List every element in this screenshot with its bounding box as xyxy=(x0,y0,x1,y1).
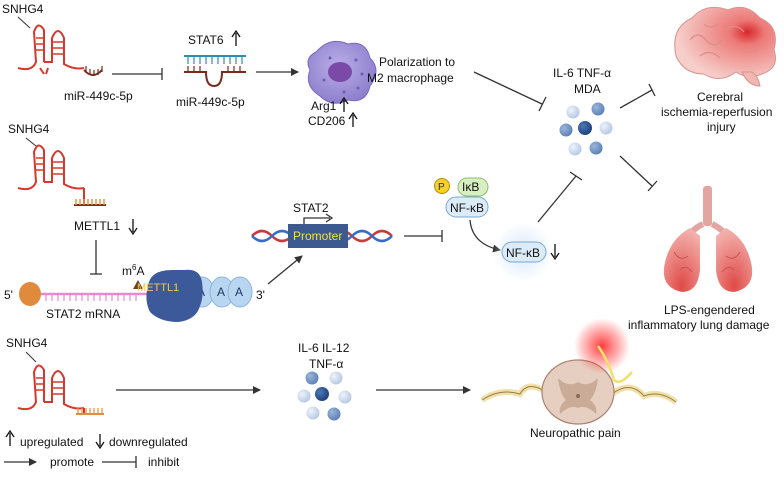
legend-inhibit: inhibit xyxy=(148,455,180,469)
snhg4-pointer-1 xyxy=(17,16,31,29)
nfkb-bound-box xyxy=(445,196,489,218)
snhg4-label-3: SNHG4 xyxy=(6,336,48,350)
mirna-bound-1 xyxy=(83,66,103,76)
neuropathic-label: Neuropathic pain xyxy=(530,426,621,440)
macrophage-icon xyxy=(307,40,377,104)
nfkb-free-box xyxy=(501,241,547,263)
ikb-box xyxy=(457,177,489,197)
pain-glow xyxy=(574,318,630,374)
inhibit-arrow-nfkb xyxy=(537,171,583,223)
inhibit-arrow-2 xyxy=(473,71,547,112)
five-prime-label: 5' xyxy=(4,288,13,302)
stat6-label: STAT6 xyxy=(188,33,224,47)
phospho-icon xyxy=(434,178,450,194)
stat6-strand xyxy=(184,55,246,64)
cap-icon xyxy=(19,282,41,306)
stat2-mrna-label: STAT2 mRNA xyxy=(46,307,120,321)
cd206-label: CD206 xyxy=(308,114,346,128)
cytokine-label-2a: IL-6 IL-12 xyxy=(298,341,350,355)
mettl1-enzyme-label: METTL1 xyxy=(137,282,179,294)
polarization-line1: Polarization to xyxy=(379,55,455,69)
mir-449c-label-b: miR-449c-5p xyxy=(176,95,245,109)
snhg4-label-1: SNHG4 xyxy=(2,2,44,16)
promoter-label: Promoter xyxy=(293,229,342,243)
lncrna-snhg4-2 xyxy=(17,144,85,205)
inhibit-arrow-mettl1 xyxy=(90,240,102,275)
legend-up-arrow-icon xyxy=(5,429,15,446)
inhibit-arrow-brain xyxy=(619,83,656,109)
arg1-label: Arg1 xyxy=(311,99,337,113)
nfkb-free-label: NF-κB xyxy=(506,246,540,260)
cerebral-line1: Cerebral xyxy=(697,90,743,104)
legend-promote: promote xyxy=(50,455,94,469)
spinal-cord-icon xyxy=(480,359,678,425)
three-prime-label: 3' xyxy=(256,288,265,302)
m6a-label: m6A xyxy=(122,263,144,278)
cerebral-line2: ischemia-reperfusion xyxy=(661,105,772,119)
legend: upregulated downregulated promote inhibi… xyxy=(4,429,188,469)
down-arrow-mettl1 xyxy=(128,219,138,236)
m6a-mark xyxy=(133,280,143,289)
stat2-mrna-strand xyxy=(41,292,160,301)
snhg4-binding-row3 xyxy=(76,408,104,415)
lps-line2: inflammatory lung damage xyxy=(628,318,770,332)
cytokine-label-2b: TNF-α xyxy=(309,357,343,371)
mir-449c-label-a: miR-449c-5p xyxy=(64,89,133,103)
cerebral-line3: injury xyxy=(707,120,736,134)
pain-nerve xyxy=(596,345,633,383)
cytokine-label-1: IL-6 TNF-α xyxy=(553,66,611,80)
lncrna-snhg4-1 xyxy=(17,24,85,75)
promote-arrow-mrna xyxy=(267,255,303,285)
mettl1-enzyme: METTL1 xyxy=(137,269,203,322)
snhg4-pointer-3 xyxy=(25,351,37,363)
snhg4-label-2: SNHG4 xyxy=(8,122,50,136)
down-arrow-nfkb xyxy=(550,244,560,261)
ikb-label: IκB xyxy=(462,180,479,194)
polyA-letter-3: A xyxy=(235,285,243,299)
inhibit-arrow-1 xyxy=(112,68,163,80)
cytokine-cluster-icon xyxy=(559,102,613,156)
legend-downregulated: downregulated xyxy=(109,435,188,449)
up-arrow-arg1 xyxy=(339,96,349,112)
mda-label: MDA xyxy=(574,82,601,96)
mettl1-mrna-bound xyxy=(74,199,106,206)
mettl1-label: METTL1 xyxy=(74,219,120,233)
legend-inhibit-arrow xyxy=(102,456,137,468)
legend-down-arrow-icon xyxy=(95,434,105,450)
lung-icon xyxy=(663,186,753,292)
polarization-line2: M2 macrophage xyxy=(367,71,454,85)
polyA-letter-2: A xyxy=(217,285,225,299)
up-arrow-stat6 xyxy=(231,29,241,46)
inhibit-arrow-promoter xyxy=(404,230,443,242)
snhg4-pointer-2 xyxy=(25,137,37,147)
lps-line1: LPS-engendered xyxy=(664,303,755,317)
cytokine-cluster-icon-2 xyxy=(297,371,352,421)
nfkb-bound-label: NF-κB xyxy=(450,201,484,215)
up-arrow-cd206 xyxy=(348,111,358,127)
promoter-box xyxy=(288,224,348,248)
legend-upregulated: upregulated xyxy=(20,435,83,449)
phospho-label: P xyxy=(438,182,445,193)
inhibit-arrow-lung xyxy=(619,155,658,192)
brain-icon xyxy=(674,6,776,87)
lncrna-snhg4-3 xyxy=(17,364,85,414)
mir-449c-hairpin-b xyxy=(184,66,246,88)
stat2-label: STAT2 xyxy=(293,201,329,215)
